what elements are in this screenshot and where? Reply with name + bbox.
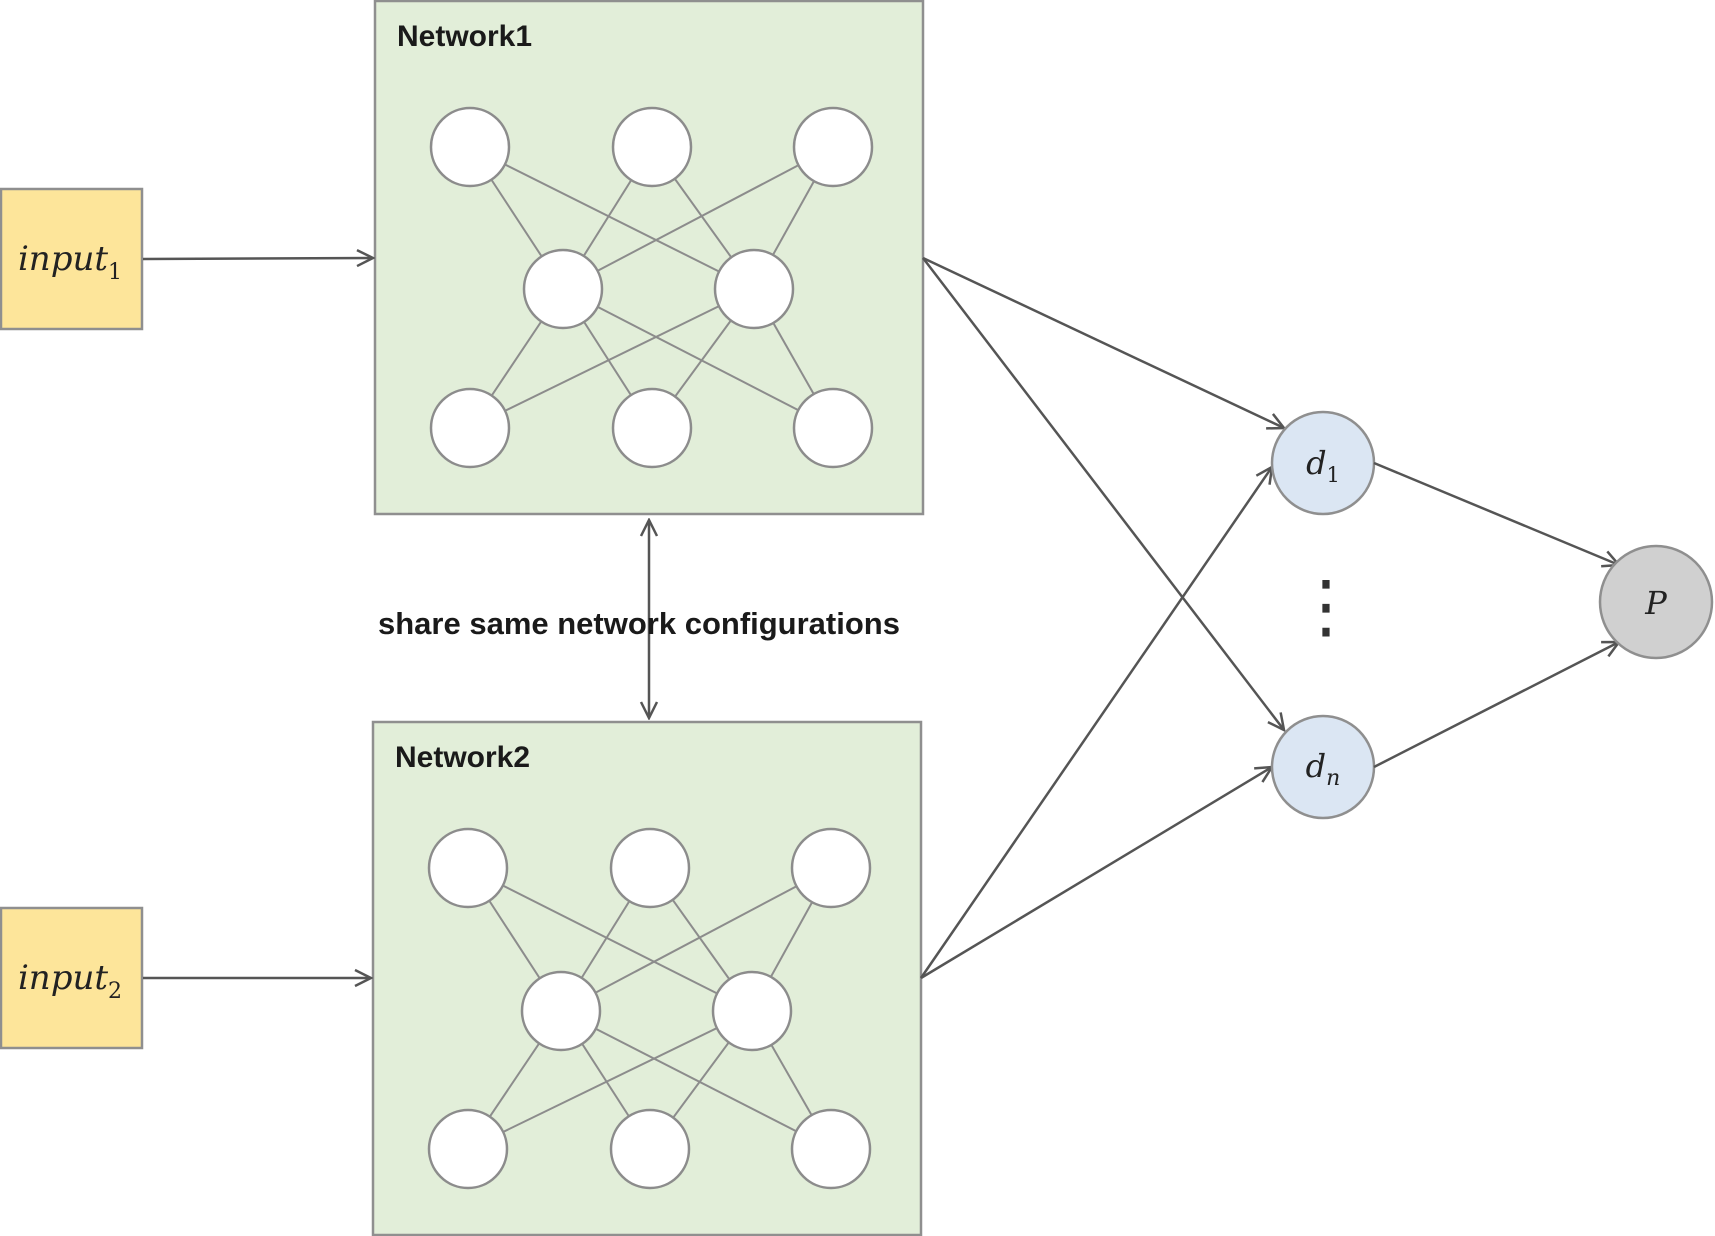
d1-subscript: 1 — [1327, 463, 1340, 487]
network-node — [792, 387, 874, 469]
network-node — [792, 106, 874, 188]
network2-box: Network2 — [371, 720, 923, 1236]
network2-to-d1-arrow — [919, 467, 1272, 979]
network2-title: Network2 — [395, 741, 530, 774]
svg-text:input2: input2 — [18, 958, 122, 1004]
network-node — [609, 1108, 691, 1190]
network-node — [790, 827, 872, 909]
network-node — [427, 1108, 509, 1190]
network1-box: Network1 — [373, 0, 925, 516]
d1-label: d — [1306, 444, 1326, 482]
input2-label: input — [18, 958, 108, 998]
dn-label: d — [1306, 747, 1326, 785]
network1-to-dn-arrow — [922, 257, 1284, 730]
output-node: P — [1598, 544, 1714, 660]
input1-label: input — [18, 239, 108, 279]
input1-box: input1 — [0, 187, 144, 331]
network1-nodes — [429, 106, 874, 469]
network-node — [711, 970, 793, 1052]
network2-to-dn-arrow — [920, 767, 1272, 980]
distance-node-dn: dn — [1270, 714, 1376, 820]
distance-node-d1: d1 — [1270, 410, 1376, 516]
network-node — [609, 827, 691, 909]
network-node — [429, 387, 511, 469]
network-node — [520, 970, 602, 1052]
network-node — [790, 1108, 872, 1190]
network2-nodes — [427, 827, 872, 1190]
network-node — [713, 248, 795, 330]
d1-to-output-arrow — [1373, 461, 1619, 565]
input1-subscript: 1 — [108, 260, 122, 285]
input2-subscript: 2 — [108, 979, 122, 1004]
ellipsis-vertical: ⋮ — [1291, 565, 1361, 647]
svg-text:d1: d1 — [1306, 444, 1340, 487]
network-node — [429, 106, 511, 188]
share-label: share same network configurations — [378, 606, 900, 641]
dn-to-output-arrow — [1373, 642, 1619, 769]
network-node — [611, 387, 693, 469]
svg-text:input1: input1 — [18, 239, 122, 285]
input1-arrow — [142, 258, 373, 259]
network1-title: Network1 — [397, 20, 532, 53]
network-node — [611, 106, 693, 188]
svg-text:dn: dn — [1306, 747, 1341, 791]
network-node — [427, 827, 509, 909]
network-node — [522, 248, 604, 330]
input2-box: input2 — [0, 906, 144, 1050]
network1-to-d1-arrow — [922, 256, 1284, 428]
output-label: P — [1644, 584, 1667, 622]
dn-subscript: n — [1326, 766, 1340, 791]
